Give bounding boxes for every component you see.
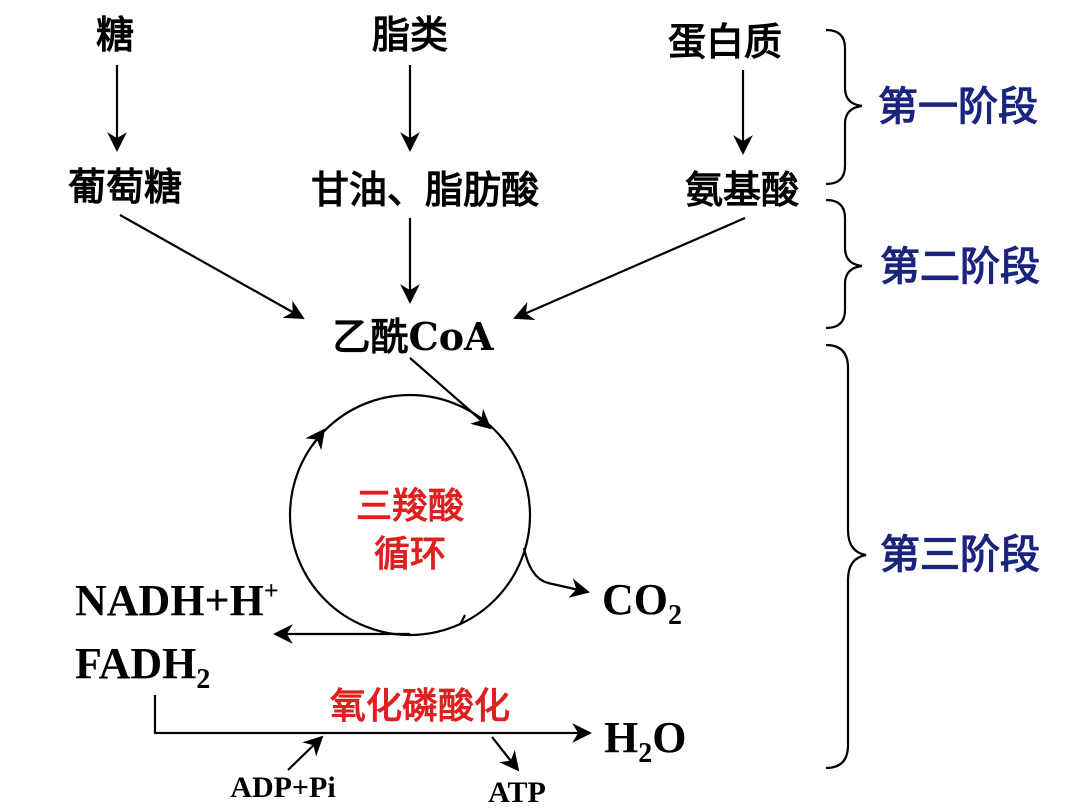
arrow-adp-in [287, 735, 324, 771]
product-co2: CO2 [602, 575, 682, 631]
monomer-glucose: 葡萄糖 [68, 164, 182, 209]
arrow-cycle-co2 [522, 547, 590, 598]
brace-stage-two [825, 198, 863, 330]
arrow-atp-out [491, 736, 520, 772]
source-protein: 蛋白质 [668, 19, 782, 64]
tca-cycle-label-line2: 循环 [374, 533, 446, 575]
oxphos-label: 氧化磷酸化 [330, 685, 510, 727]
source-lipid: 脂类 [372, 12, 448, 57]
arrow-acetylcoa-cycle [409, 357, 492, 430]
brace-stage-three [825, 343, 867, 770]
tca-cycle-label-line1: 三羧酸 [356, 485, 464, 527]
product-nadh: NADH+H+ [75, 576, 279, 625]
cycle-tick-upper-left [305, 428, 326, 451]
monomer-amino-acid: 氨基酸 [685, 167, 800, 212]
acetyl-coa: 乙酰CoA [332, 314, 494, 359]
arrow-oxphos-h2o [153, 695, 592, 743]
oxphos-output-atp: ATP [488, 776, 546, 809]
stage-one-label: 第一阶段 [878, 83, 1038, 130]
brace-stage-one [825, 28, 863, 186]
arrow-aminoacid-acetylcoa [513, 216, 746, 320]
product-fadh2: FADH2 [75, 639, 210, 695]
cycle-tick-lower [459, 614, 466, 626]
arrow-glucose-acetylcoa [119, 214, 305, 319]
stage-two-label: 第二阶段 [880, 243, 1040, 290]
product-h2o: H2O [604, 713, 686, 769]
stage-three-label: 第三阶段 [880, 531, 1040, 578]
source-sugar: 糖 [96, 12, 134, 57]
oxphos-input-adp-pi: ADP+Pi [230, 771, 335, 804]
monomer-glycerol-fatty-acid: 甘油、脂肪酸 [311, 167, 540, 212]
